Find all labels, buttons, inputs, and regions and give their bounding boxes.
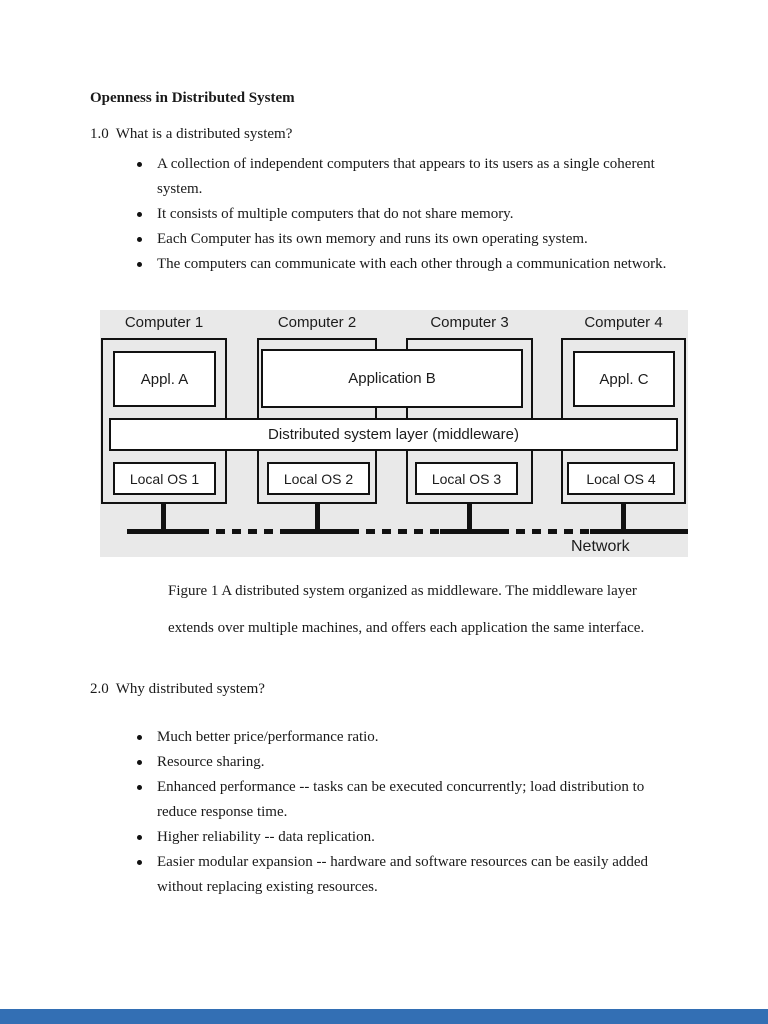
network-line-segment [285, 529, 350, 534]
section2-title: Why distributed system? [115, 681, 265, 697]
bullet-text: Easier modular expansion -- hardware and… [157, 854, 649, 895]
network-line-segment [590, 529, 688, 534]
viewer-footer-bar [0, 1009, 768, 1024]
bullet-text: Much better price/performance ratio. [157, 729, 379, 745]
computer4-label: Computer 4 [584, 314, 663, 331]
connector-line-3 [467, 504, 472, 532]
appl-c-box: Appl. C [573, 351, 675, 407]
bullet-item: Enhanced performance -- tasks can be exe… [137, 775, 690, 825]
network-line-dashed [200, 529, 285, 534]
section2-bullets: Much better price/performance ratio. Res… [90, 725, 690, 900]
doc-title: Openness in Distributed System [90, 90, 295, 106]
connector-line-1 [161, 504, 166, 532]
network-label: Network [571, 538, 630, 555]
bullet-text: It consists of multiple computers that d… [157, 206, 514, 222]
computer1-label: Computer 1 [124, 314, 204, 331]
application-b-box: Application B [261, 349, 523, 408]
connector-line-2 [315, 504, 320, 532]
section1-number: 1.0 [90, 126, 109, 142]
bullet-text: The computers can communicate with each … [157, 256, 667, 272]
bullet-dot [137, 252, 157, 277]
computer2-label: Computer 2 [277, 314, 357, 331]
bullet-dot [137, 750, 157, 775]
local-os-4-box: Local OS 4 [567, 462, 675, 495]
computer3-label: Computer 3 [430, 314, 509, 331]
local-os-1-box: Local OS 1 [113, 462, 216, 495]
figure-diagram: Computer 1 Computer 2 Computer 3 Compute… [100, 310, 688, 557]
bullet-text: A collection of independent computers th… [157, 156, 655, 197]
network-line-segment [440, 529, 500, 534]
bullet-text: Enhanced performance -- tasks can be exe… [157, 779, 645, 820]
appl-a-box: Appl. A [113, 351, 216, 407]
bullet-item: Higher reliability -- data replication. [137, 825, 690, 850]
middleware-bar: Distributed system layer (middleware) [109, 418, 678, 451]
section2-heading: 2.0 Why distributed system? [90, 681, 690, 697]
section1-heading: 1.0 What is a distributed system? [90, 126, 690, 142]
local-os-2-box: Local OS 2 [267, 462, 370, 495]
section1-title: What is a distributed system? [115, 126, 293, 142]
caption-line-1: Figure 1 A distributed system organized … [168, 583, 637, 599]
bullet-dot [137, 227, 157, 252]
bullet-dot [137, 825, 157, 850]
caption-line-2: extends over multiple machines, and offe… [168, 620, 645, 636]
bullet-dot [137, 850, 157, 900]
bullet-item: Each Computer has its own memory and run… [137, 227, 690, 252]
bullet-item: Much better price/performance ratio. [137, 725, 690, 750]
bullet-item: Easier modular expansion -- hardware and… [137, 850, 690, 900]
section2-number: 2.0 [90, 681, 109, 697]
bullet-dot [137, 202, 157, 227]
network-line-dashed [500, 529, 590, 534]
network-line-dashed [350, 529, 440, 534]
section1-bullets: A collection of independent computers th… [90, 152, 690, 277]
document-content: Openness in Distributed System 1.0 What … [90, 90, 690, 900]
bullet-text: Each Computer has its own memory and run… [157, 231, 588, 247]
bullet-item: A collection of independent computers th… [137, 152, 690, 202]
figure-caption: Figure 1 A distributed system organized … [90, 584, 690, 636]
bullet-item: Resource sharing. [137, 750, 690, 775]
bullet-dot [137, 152, 157, 202]
connector-line-4 [621, 504, 626, 532]
bullet-item: It consists of multiple computers that d… [137, 202, 690, 227]
bullet-item: The computers can communicate with each … [137, 252, 690, 277]
local-os-3-box: Local OS 3 [415, 462, 518, 495]
bullet-dot [137, 725, 157, 750]
bullet-text: Resource sharing. [157, 754, 265, 770]
network-line-segment [127, 529, 200, 534]
bullet-text: Higher reliability -- data replication. [157, 829, 375, 845]
bullet-dot [137, 775, 157, 825]
